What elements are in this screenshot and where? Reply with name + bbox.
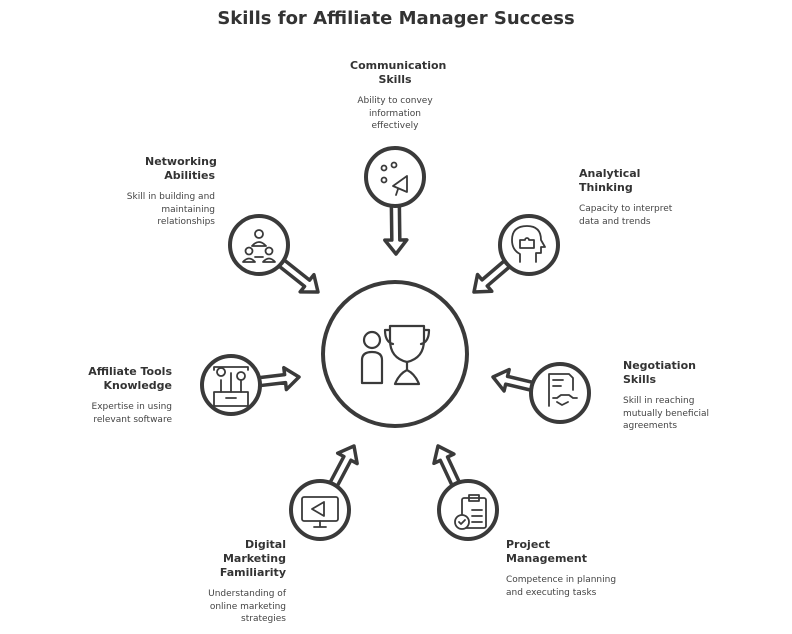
stand bbox=[313, 520, 327, 528]
skill-description: Expertise in using relevant software bbox=[91, 402, 172, 425]
megaphone-icon bbox=[380, 161, 408, 196]
arrow-shape bbox=[432, 444, 462, 490]
skill-node bbox=[437, 479, 499, 541]
skill-title: Communication Skills bbox=[350, 59, 447, 86]
skill-title: Affiliate Tools Knowledge bbox=[88, 365, 172, 392]
arrow-shape bbox=[255, 365, 301, 392]
skill-negotiation: Negotiation Skills Skill in reaching mut… bbox=[623, 359, 723, 433]
trophy bbox=[383, 324, 431, 386]
check bbox=[458, 519, 466, 525]
skill-circle bbox=[437, 479, 499, 541]
contract bbox=[548, 373, 574, 407]
arrow bbox=[383, 202, 409, 256]
skill-title: Project Management bbox=[506, 538, 587, 565]
person-body bbox=[360, 350, 384, 385]
skill-description: Capacity to interpret data and trends bbox=[579, 204, 673, 227]
head bbox=[511, 225, 546, 263]
dot bbox=[380, 176, 388, 184]
skill-circle bbox=[364, 146, 426, 208]
clipboard bbox=[461, 497, 487, 529]
megaphone bbox=[311, 501, 325, 517]
dot bbox=[390, 161, 398, 169]
skill-title: Networking Abilities bbox=[145, 155, 217, 182]
person bbox=[242, 257, 256, 263]
toolbox-icon bbox=[213, 366, 249, 407]
dot bbox=[380, 164, 388, 172]
skill-node bbox=[289, 479, 351, 541]
arrow-shape bbox=[383, 202, 409, 256]
person-trophy-icon bbox=[360, 324, 431, 386]
arrow bbox=[432, 444, 462, 490]
box-rim bbox=[213, 366, 249, 399]
skill-description: Skill in building and maintaining relati… bbox=[126, 192, 215, 227]
skill-description: Ability to convey information effectivel… bbox=[357, 96, 433, 131]
skill-networking: Networking Abilities Skill in building a… bbox=[115, 155, 217, 229]
arrow bbox=[472, 257, 513, 294]
skill-description: Understanding of online marketing strate… bbox=[208, 589, 286, 624]
skill-analytical: Analytical Thinking Capacity to interpre… bbox=[579, 167, 679, 228]
skill-circle bbox=[228, 214, 290, 276]
skill-digital-marketing: Digital Marketing Familiarity Understand… bbox=[186, 538, 286, 626]
tools bbox=[216, 367, 242, 393]
skill-communication: Communication Skills Ability to convey i… bbox=[320, 59, 470, 133]
clip bbox=[468, 494, 480, 502]
arrow-shape bbox=[327, 444, 359, 490]
skill-project-management: Project Management Competence in plannin… bbox=[506, 538, 626, 599]
skill-circle bbox=[498, 214, 560, 276]
person bbox=[254, 256, 276, 263]
megaphone bbox=[392, 175, 408, 196]
lines bbox=[471, 509, 483, 523]
arrow bbox=[327, 444, 359, 490]
skill-node bbox=[228, 214, 290, 276]
arrow-shape bbox=[491, 367, 537, 393]
person bbox=[254, 229, 264, 239]
skill-node bbox=[364, 146, 426, 208]
person bbox=[251, 241, 267, 247]
puzzle bbox=[519, 237, 535, 249]
skill-node bbox=[200, 354, 262, 416]
diagram-title: Skills for Affiliate Manager Success bbox=[217, 8, 575, 29]
skill-title: Analytical Thinking bbox=[579, 167, 641, 194]
person bbox=[244, 246, 254, 256]
contract-handshake-icon bbox=[548, 373, 578, 407]
monitor-megaphone-icon bbox=[301, 496, 339, 528]
skill-title: Digital Marketing Familiarity bbox=[219, 538, 286, 579]
arrow-shape bbox=[275, 256, 320, 294]
skill-affiliate-tools: Affiliate Tools Knowledge Expertise in u… bbox=[72, 365, 172, 426]
clipboard-check-icon bbox=[454, 494, 487, 530]
arrow-shape bbox=[472, 257, 513, 294]
arrow bbox=[275, 256, 320, 294]
skill-circle bbox=[529, 362, 591, 424]
handshake bbox=[552, 394, 578, 406]
skill-node bbox=[529, 362, 591, 424]
head-puzzle-icon bbox=[511, 225, 546, 263]
skill-description: Skill in reaching mutually beneficial ag… bbox=[623, 396, 710, 431]
network-people-icon bbox=[242, 229, 276, 263]
skill-node bbox=[498, 214, 560, 276]
skill-title: Negotiation Skills bbox=[623, 359, 696, 386]
skill-description: Competence in planning and executing tas… bbox=[506, 575, 617, 598]
arrow bbox=[255, 365, 301, 392]
person bbox=[264, 246, 274, 256]
tool bbox=[236, 371, 246, 381]
arrow bbox=[491, 367, 537, 393]
skill-circle bbox=[289, 479, 351, 541]
person-head bbox=[362, 330, 382, 350]
